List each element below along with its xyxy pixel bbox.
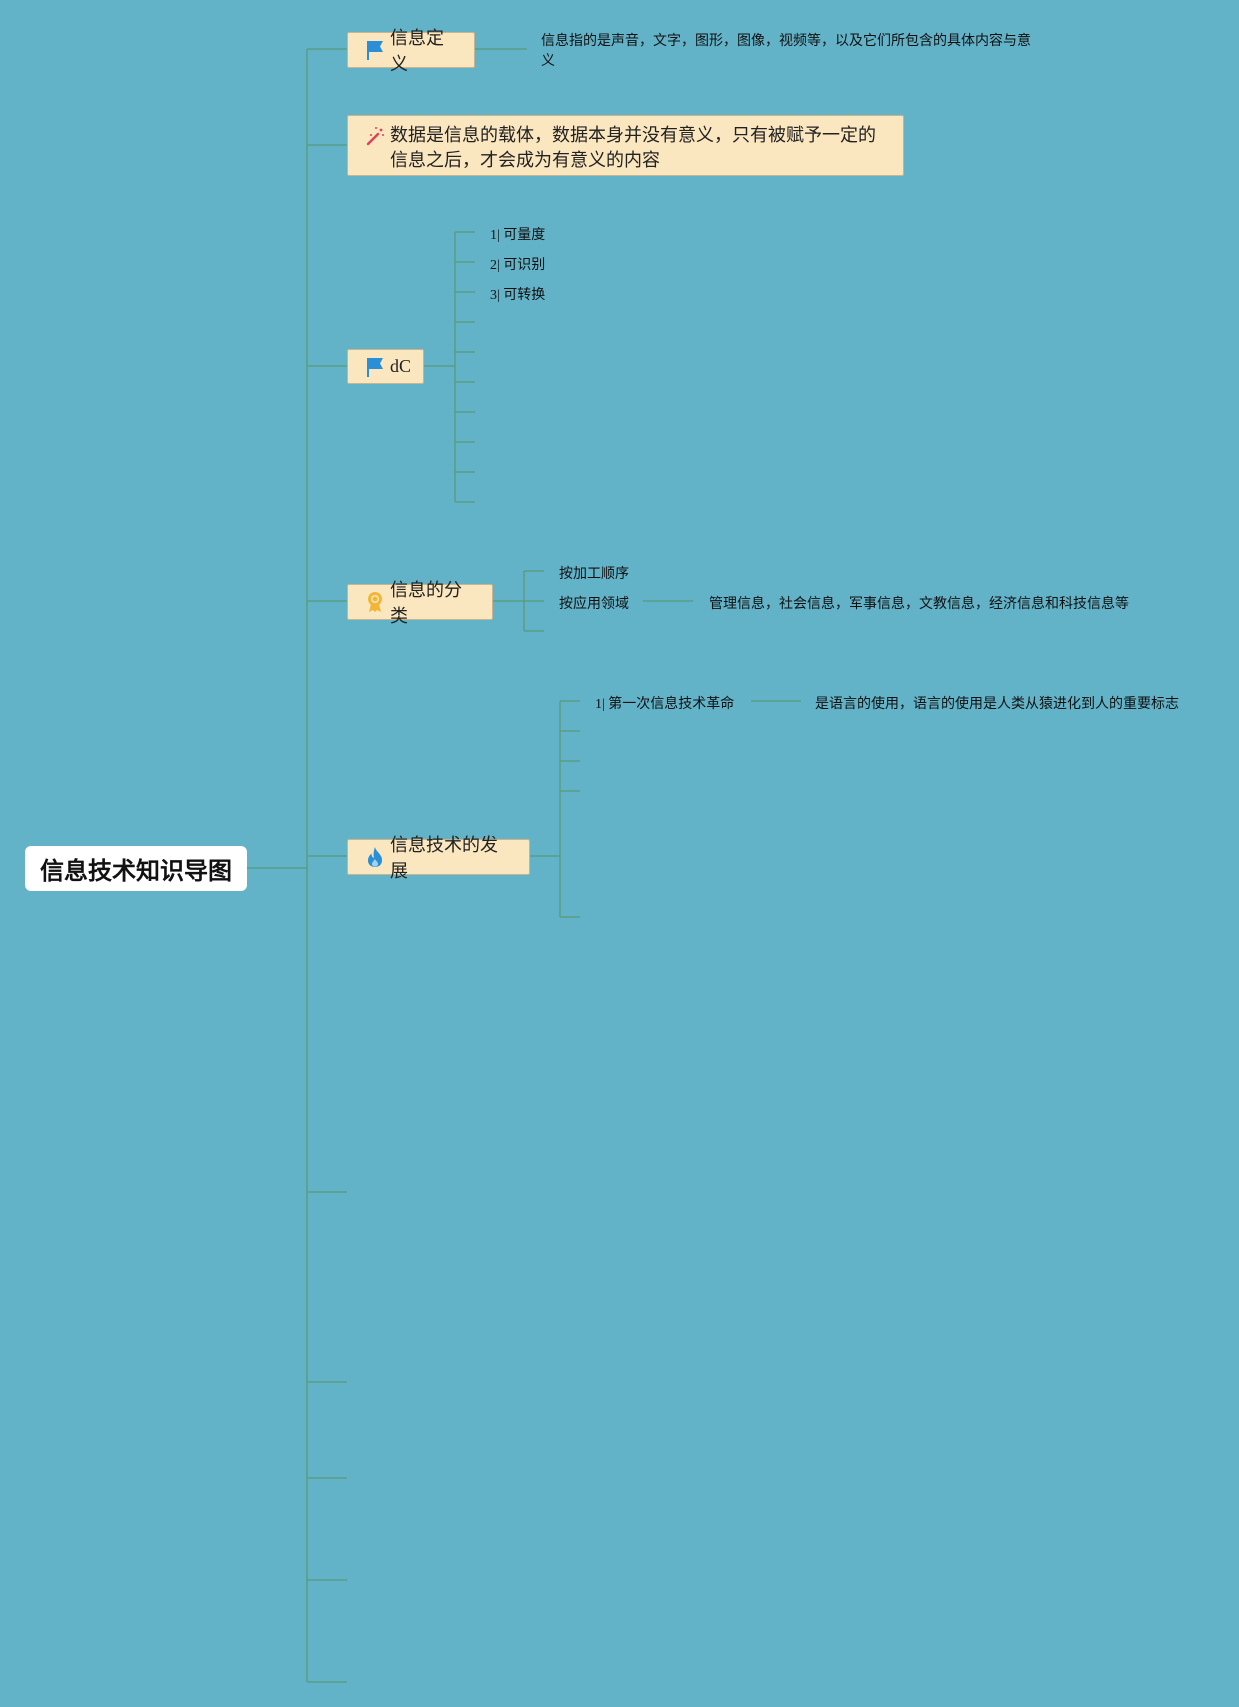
topic-dc[interactable]: dC (347, 349, 424, 384)
topic-definition-label: 信息定义 (390, 28, 444, 75)
topic-classification[interactable]: 信息的分类 (347, 580, 493, 627)
classification-item-2[interactable]: 按应用领域 (559, 596, 629, 612)
topic-data[interactable]: 数据是信息的载体，数据本身并没有意义，只有被赋予一定的信息之后，才会成为有意义的… (347, 115, 904, 176)
dc-item-3[interactable]: 3| 可转换 (490, 288, 546, 303)
dc-item-2[interactable]: 2| 可识别 (490, 258, 546, 273)
development-item-1[interactable]: 1| 第一次信息技术革命 (595, 697, 735, 712)
topic-classification-label: 信息的分类 (390, 580, 462, 627)
classification-item-1[interactable]: 按加工顺序 (559, 566, 629, 582)
development-detail[interactable]: 是语言的使用，语言的使用是人类从猿进化到人的重要标志 (815, 696, 1179, 712)
topic-dc-label: dC (390, 356, 412, 376)
topic-development[interactable]: 信息技术的发展 (347, 835, 530, 882)
definition-detail[interactable]: 信息指的是声音，文字，图形，图像，视频等，以及它们所包含的具体内容与意义 (541, 33, 1031, 69)
root-title: 信息技术知识导图 (40, 857, 232, 885)
fire-icon (365, 846, 385, 868)
flag-icon (365, 39, 385, 61)
topic-data-label: 数据是信息的载体，数据本身并没有意义，只有被赋予一定的信息之后，才会成为有意义的… (390, 125, 876, 171)
flag-icon (365, 356, 385, 378)
dc-item-1[interactable]: 1| 可量度 (490, 228, 546, 243)
magic-wand-icon (365, 125, 385, 147)
root-node[interactable]: 信息技术知识导图 (25, 846, 247, 891)
classification-detail[interactable]: 管理信息，社会信息，军事信息，文教信息，经济信息和科技信息等 (709, 596, 1129, 612)
topic-development-label: 信息技术的发展 (390, 835, 498, 882)
award-icon (365, 591, 385, 613)
topic-definition[interactable]: 信息定义 (347, 28, 475, 75)
